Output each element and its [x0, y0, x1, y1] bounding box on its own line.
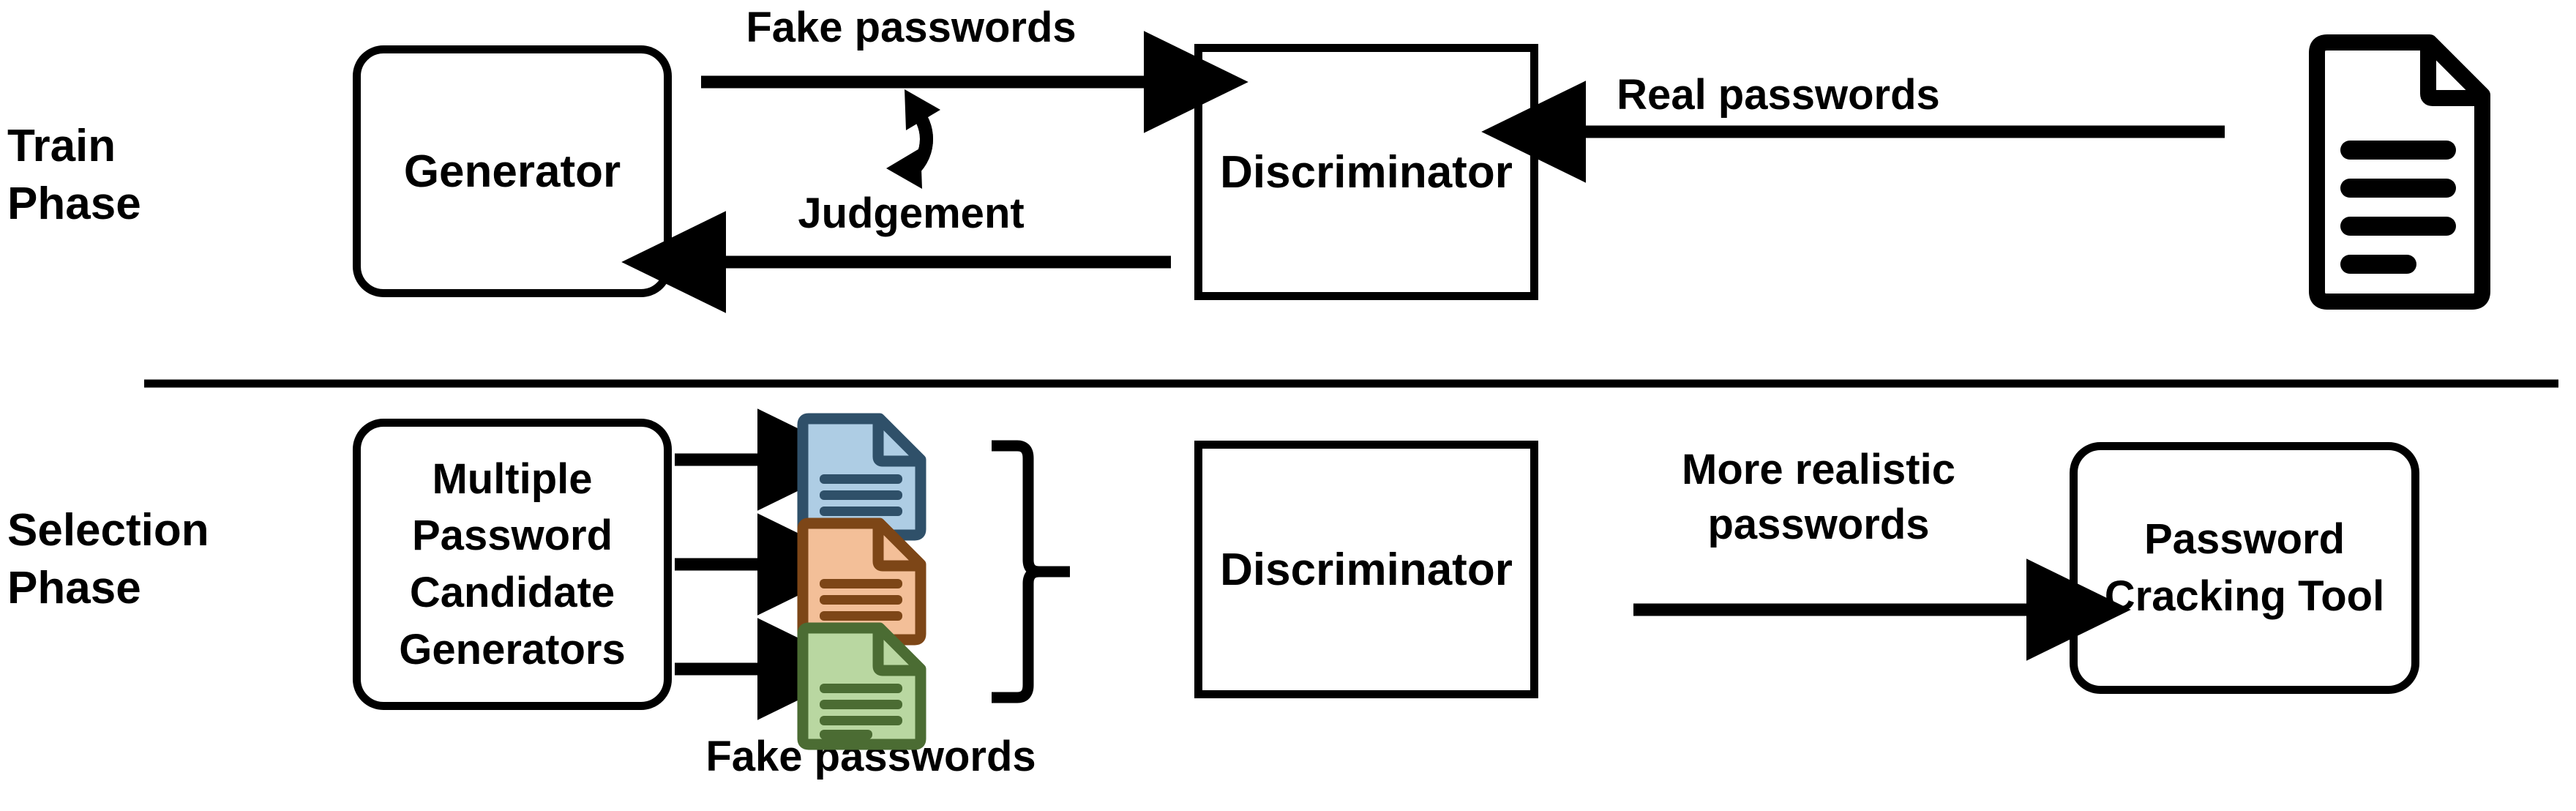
phase-label-train: Train Phase: [7, 121, 141, 230]
node-generator[interactable]: Generator: [353, 45, 672, 297]
node-discriminator-train[interactable]: Discriminator: [1194, 44, 1538, 300]
right-curly-brace-icon: [992, 440, 1070, 703]
document-icon-green: [797, 622, 926, 750]
document-icon: [2309, 34, 2490, 310]
document-icon-orange: [797, 517, 926, 646]
document-icon-blue: [797, 413, 926, 541]
node-multiple-password-candidate-generators[interactable]: Multiple Password Candidate Generators: [353, 419, 672, 710]
arrow-fanout-candidates: [675, 408, 862, 720]
node-discriminator-selection[interactable]: Discriminator: [1194, 441, 1538, 698]
edge-label-real-passwords: Real passwords: [1617, 71, 1940, 119]
edge-label-judgement: Judgement: [798, 190, 1025, 237]
edge-label-fake-passwords-selection: Fake passwords: [705, 733, 1036, 780]
edge-label-more-realistic-passwords: More realistic passwords: [1682, 446, 1955, 549]
edge-label-fake-passwords-train: Fake passwords: [746, 4, 1077, 51]
phase-label-selection: Selection Phase: [7, 505, 209, 614]
cycle-arrows-icon: [886, 89, 940, 189]
node-password-cracking-tool[interactable]: Password Cracking Tool: [2070, 442, 2419, 694]
